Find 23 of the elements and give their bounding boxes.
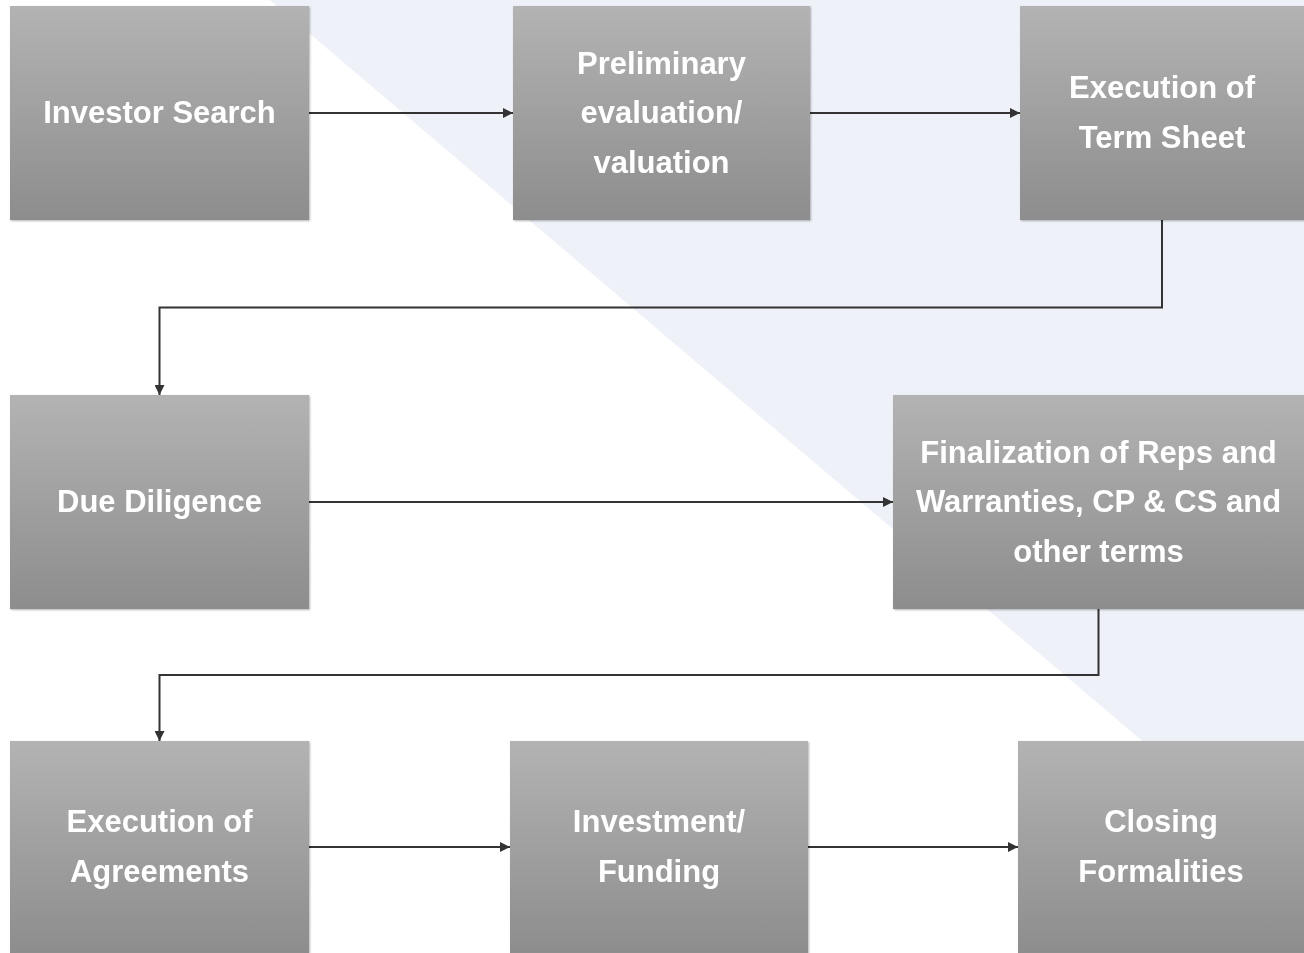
process-box: [893, 395, 1304, 609]
arrow: [809, 108, 1021, 118]
step-label: Execution of Term Sheet: [1068, 69, 1256, 157]
step-label: Investor Search: [43, 94, 276, 133]
arrow: [154, 608, 1100, 742]
step-label: Preliminary evaluation/ valuation: [576, 44, 747, 182]
step-label: Finalization of Reps and Warranties, CP & CS and other terms: [914, 433, 1283, 571]
arrow: [807, 842, 1019, 852]
arrow: [308, 497, 894, 507]
process-box: [1018, 741, 1304, 953]
step-label: Execution of Agreements: [65, 803, 254, 891]
process-box: [510, 741, 808, 953]
arrow: [154, 219, 1163, 396]
arrow: [308, 842, 511, 852]
process-box: [1020, 6, 1304, 220]
process-box: [10, 6, 309, 220]
step-label: Closing Formalities: [1077, 803, 1245, 891]
arrow: [308, 108, 514, 118]
step-label: Investment/ Funding: [571, 803, 747, 891]
step-label: Due Diligence: [57, 483, 262, 522]
process-box: [10, 741, 309, 953]
process-box: [513, 6, 810, 220]
process-box: [10, 395, 309, 609]
